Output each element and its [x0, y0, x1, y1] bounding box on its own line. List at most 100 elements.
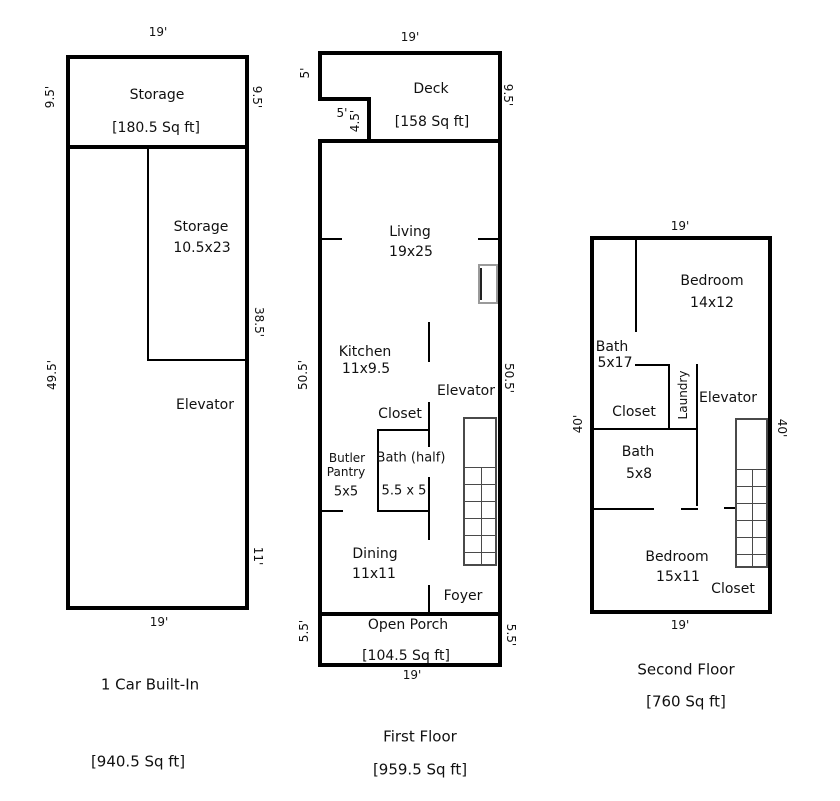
stair-tread	[737, 554, 766, 555]
deck-notch-width-dim: 5'	[336, 106, 348, 120]
dining-dim: 11x11	[352, 566, 396, 582]
dining-label: Dining	[352, 546, 398, 562]
closet2-label: Closet	[711, 581, 755, 597]
kitchen-dim: 11x9.5	[341, 361, 391, 377]
stair-tread	[465, 535, 495, 536]
laundry-bath-right-wall	[696, 364, 698, 506]
stair-tread	[737, 520, 766, 521]
stair-tread	[737, 537, 766, 538]
garage-storage-sqft: [180.5 Sq ft]	[112, 120, 200, 136]
fireplace-symbol-inner-line	[480, 268, 482, 300]
butler-pantry-bottom-wall	[322, 510, 343, 512]
stair-tread	[465, 484, 495, 485]
living-left-wall-opening-tick	[322, 238, 342, 240]
first-floor-deck-notch-horizontal-wall	[318, 97, 371, 101]
garage-storage-label: Storage	[129, 87, 185, 103]
stair-tread	[465, 467, 495, 468]
closet-right-wall-lower	[428, 477, 430, 540]
garage-inner-storage-left-wall	[147, 149, 149, 361]
first-floor-dim-bottom: 19'	[402, 668, 422, 682]
first-floor-sqft: [959.5 Sq ft]	[372, 760, 468, 779]
living-right-wall-opening-tick	[478, 238, 498, 240]
first-floor-stairs	[463, 417, 497, 566]
first-floor-deck-notch-vertical-wall	[367, 97, 371, 143]
first-floor-deck-left-wall	[318, 51, 322, 101]
stair-center-divider	[752, 469, 753, 566]
closet1-top-wall	[635, 364, 669, 366]
garage-dim-right-upper: 9.5'	[250, 85, 264, 109]
deck-notch-height-dim: 4.5'	[348, 109, 362, 133]
bath1-label: Bath	[595, 339, 629, 355]
deck-dim-left: 5'	[298, 67, 312, 79]
porch-label: Open Porch	[367, 617, 449, 633]
garage-inner-storage-label: Storage	[173, 219, 229, 235]
garage-inner-storage-bottom-wall	[147, 359, 247, 361]
laundry-left-wall	[668, 364, 670, 430]
second-floor-elevator-label: Elevator	[698, 390, 758, 406]
first-floor-dim-top: 19'	[400, 30, 420, 44]
stair-tread	[737, 486, 766, 487]
deck-dim-right: 9.5'	[501, 83, 515, 107]
second-floor-title: Second Floor	[637, 660, 735, 679]
deck-sqft: [158 Sq ft]	[394, 114, 470, 130]
butler-pantry-label-line1: Butler	[328, 451, 366, 465]
first-floor-right-wall	[498, 51, 502, 616]
garage-elevator-label: Elevator	[175, 397, 235, 413]
first-floor-closet-label: Closet	[378, 406, 422, 422]
bath2-label: Bath	[621, 444, 655, 460]
half-bath-left-wall	[377, 429, 379, 512]
garage-dim-bottom: 19'	[149, 615, 169, 629]
stair-tread	[737, 503, 766, 504]
garage-dim-left: 49.5'	[45, 359, 59, 391]
second-floor-dim-bottom: 19'	[670, 618, 690, 632]
bath1-dim: 5x17	[597, 355, 633, 371]
garage-storage-divider-wall	[66, 145, 249, 149]
second-floor-dim-left: 40'	[571, 414, 585, 434]
bath2-bottom-wall-right	[681, 508, 698, 510]
second-floor-dim-right: 40'	[775, 418, 789, 438]
half-bath-bottom-wall	[377, 510, 429, 512]
foyer-stub-wall	[428, 585, 430, 613]
garage-inner-storage-dim: 10.5x23	[173, 240, 231, 256]
stair-tread	[465, 552, 495, 553]
first-floor-dim-left: 50.5'	[296, 359, 310, 391]
closet-right-wall-upper	[428, 402, 430, 447]
stair-center-divider	[481, 467, 482, 564]
second-floor-stairs	[735, 418, 768, 568]
closet1-label: Closet	[612, 404, 656, 420]
kitchen-label: Kitchen	[338, 344, 392, 360]
stair-tread	[465, 518, 495, 519]
second-floor-outer-wall	[590, 236, 772, 614]
butler-pantry-label-line2: Pantry	[326, 465, 366, 479]
half-bath-dim: 5.5 x 5	[381, 483, 427, 499]
butler-pantry-dim: 5x5	[333, 484, 359, 500]
garage-dim-right-mid: 38.5'	[252, 306, 266, 338]
porch-dim-right: 5.5'	[504, 623, 518, 647]
garage-title: 1 Car Built-In	[100, 675, 200, 694]
second-floor-sqft: [760 Sq ft]	[646, 692, 726, 711]
half-bath-label: Bath (half)	[376, 450, 446, 466]
bedroom1-label: Bedroom	[680, 273, 744, 289]
porch-dim-left: 5.5'	[297, 619, 311, 643]
half-bath-top-wall	[377, 429, 429, 431]
bath2-bottom-wall-left	[594, 508, 654, 510]
bedroom1-dim: 14x12	[690, 295, 734, 311]
garage-dim-top: 19'	[148, 25, 168, 39]
first-floor-deck-top-wall	[318, 51, 502, 55]
foyer-label: Foyer	[443, 588, 483, 604]
closet1-bottom-wall	[594, 428, 698, 430]
fireplace-symbol	[478, 264, 498, 304]
second-floor-dim-top: 19'	[670, 219, 690, 233]
stair-tread	[465, 501, 495, 502]
bath2-dim: 5x8	[625, 466, 653, 482]
first-floor-porch-wall	[318, 612, 502, 667]
porch-sqft: [104.5 Sq ft]	[362, 648, 450, 664]
bedroom2-dim: 15x11	[656, 569, 700, 585]
first-floor-dim-right: 50.5'	[502, 362, 516, 394]
first-floor-title: First Floor	[383, 727, 457, 746]
garage-sqft: [940.5 Sq ft]	[90, 752, 186, 771]
living-label: Living	[389, 224, 431, 240]
stair-side-stub-wall	[724, 507, 735, 509]
bedroom1-divider-wall	[635, 240, 637, 332]
